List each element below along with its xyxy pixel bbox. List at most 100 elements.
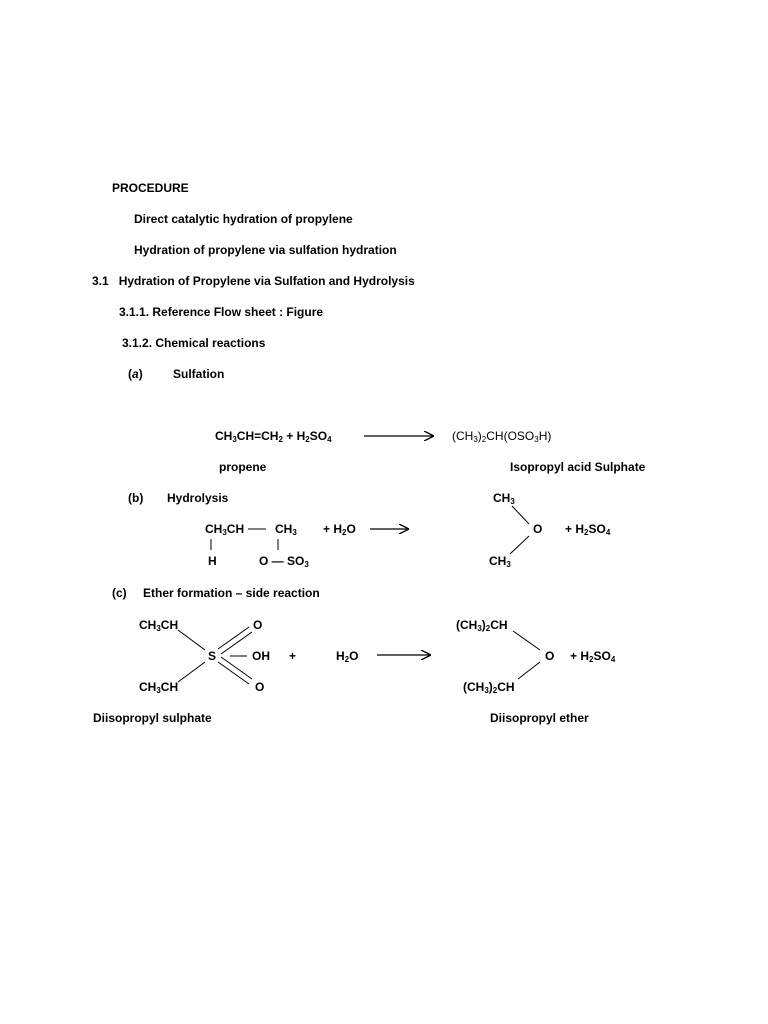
c18: 4 [610, 655, 616, 664]
x17: CH [489, 554, 507, 568]
reaction-b-label: (b) [128, 491, 144, 505]
reaction-c-bond-top-left [177, 629, 206, 651]
x4: CH [275, 522, 293, 536]
x15: SO [588, 522, 606, 536]
reaction-b-ch3: CH3 [275, 522, 297, 537]
paren-open: ( [128, 367, 132, 381]
section-3-1-title: Hydration of Propylene via Sulfation and… [118, 274, 415, 288]
reaction-b-oso3: O — SO3 [259, 554, 309, 569]
x3: CH [226, 522, 245, 536]
section-3-1-number: 3.1 [92, 274, 109, 288]
reaction-c-product-name: Diisopropyl ether [490, 711, 589, 725]
p6: 3 [534, 435, 539, 444]
reaction-c-reactant-name: Diisopropyl sulphate [93, 711, 212, 725]
c21: ) [488, 680, 493, 694]
reaction-b-bond-top [511, 505, 530, 525]
p2: 3 [473, 435, 478, 444]
t8: 4 [327, 435, 332, 444]
reaction-b-bottom-ch3: CH3 [489, 554, 511, 569]
t7: SO [309, 429, 328, 443]
c20: 3 [484, 686, 489, 695]
reaction-c-bond-bottom-left [177, 661, 206, 683]
x11: CH [493, 491, 511, 505]
c9: CH [160, 680, 179, 694]
c12: ) [481, 618, 486, 632]
reaction-c-product-bond-top [512, 630, 541, 651]
reaction-c-product-acid: + H2SO4 [570, 649, 616, 664]
x14: 2 [584, 528, 589, 537]
reaction-b-plus-acid: + H2SO4 [565, 522, 611, 537]
reaction-c-double-top-2 [220, 631, 253, 655]
x16: 4 [605, 528, 611, 537]
reaction-c-plus: + [289, 649, 297, 663]
c23: CH [497, 680, 515, 694]
paren-close: ) [138, 367, 143, 381]
x18: 3 [506, 560, 511, 569]
x8: O [346, 522, 356, 536]
c3: CH [160, 618, 179, 632]
label-letter: a [132, 367, 139, 381]
x12: 3 [510, 497, 515, 506]
c19: (CH [463, 680, 485, 694]
t2: 3 [232, 435, 237, 444]
reaction-c-double-bottom-2 [220, 656, 253, 680]
section-3-1-2: 3.1.2. Chemical reactions [122, 336, 266, 350]
procedure-option-2: Hydration of propylene via sulfation hyd… [134, 243, 397, 257]
reaction-b-title: Hydrolysis [167, 491, 229, 505]
t1: CH [215, 429, 233, 443]
t3: CH=CH [236, 429, 279, 443]
c2: 3 [156, 624, 161, 633]
reaction-b-bond-bottom [509, 535, 530, 555]
reaction-c-o-top: O [253, 618, 263, 632]
reaction-c-label: (c) [112, 586, 127, 600]
reaction-c-double-bottom-1 [217, 661, 250, 685]
p1: (CH [452, 429, 474, 443]
c10: (CH [456, 618, 478, 632]
reaction-a-title: Sulfation [173, 367, 225, 381]
reaction-c-product-bond-bottom [517, 661, 541, 680]
c13: 2 [485, 624, 491, 633]
reaction-a-product: (CH3)2CH(OSO3H) [452, 429, 552, 444]
t5: + H [282, 429, 306, 443]
reaction-c-chch-top: CH3CH [139, 618, 179, 633]
section-3-1: 3.1 Hydration of Propylene via Sulfation… [92, 274, 415, 288]
x10: 3 [304, 560, 309, 569]
p3: ) [477, 429, 482, 443]
procedure-option-1: Direct catalytic hydration of propylene [134, 212, 353, 226]
c22: 2 [492, 686, 498, 695]
x5: 3 [292, 528, 297, 537]
p7: H) [538, 429, 552, 443]
x6: + H [323, 522, 343, 536]
reaction-b-chch: CH3CH [205, 522, 245, 537]
t4: 2 [278, 435, 283, 444]
x13: + H [565, 522, 585, 536]
reaction-a-reactant-name: propene [219, 460, 267, 474]
reaction-c-product-top: (CH3)2CH [456, 618, 508, 633]
reaction-c-double-top-1 [217, 626, 250, 650]
reaction-c-oh: OH [252, 649, 270, 663]
reaction-b-oxygen: O [533, 522, 543, 536]
c7: CH [139, 680, 157, 694]
c17: SO [593, 649, 611, 663]
c8: 3 [156, 686, 161, 695]
reaction-c-o-bottom: O [255, 680, 265, 694]
x9: O — SO [259, 554, 305, 568]
p4: 2 [481, 435, 487, 444]
reaction-c-sulfur: S [208, 649, 217, 663]
reaction-b-h: H [208, 554, 217, 568]
procedure-heading: PROCEDURE [112, 181, 189, 195]
c14: CH [490, 618, 508, 632]
x2: 3 [222, 528, 227, 537]
c4: H [336, 649, 345, 663]
c1: CH [139, 618, 157, 632]
reaction-c-title: Ether formation – side reaction [143, 586, 320, 600]
reaction-a-reactants: CH3CH=CH2 + H2SO4 [215, 429, 332, 444]
c15: + H [570, 649, 590, 663]
reaction-c-product-bottom: (CH3)2CH [463, 680, 515, 695]
t6: 2 [305, 435, 310, 444]
reaction-b-top-ch3: CH3 [493, 491, 515, 506]
reaction-a-label: (a) [128, 367, 143, 381]
reaction-b-plus-water: + H2O [323, 522, 356, 537]
x7: 2 [342, 528, 347, 537]
